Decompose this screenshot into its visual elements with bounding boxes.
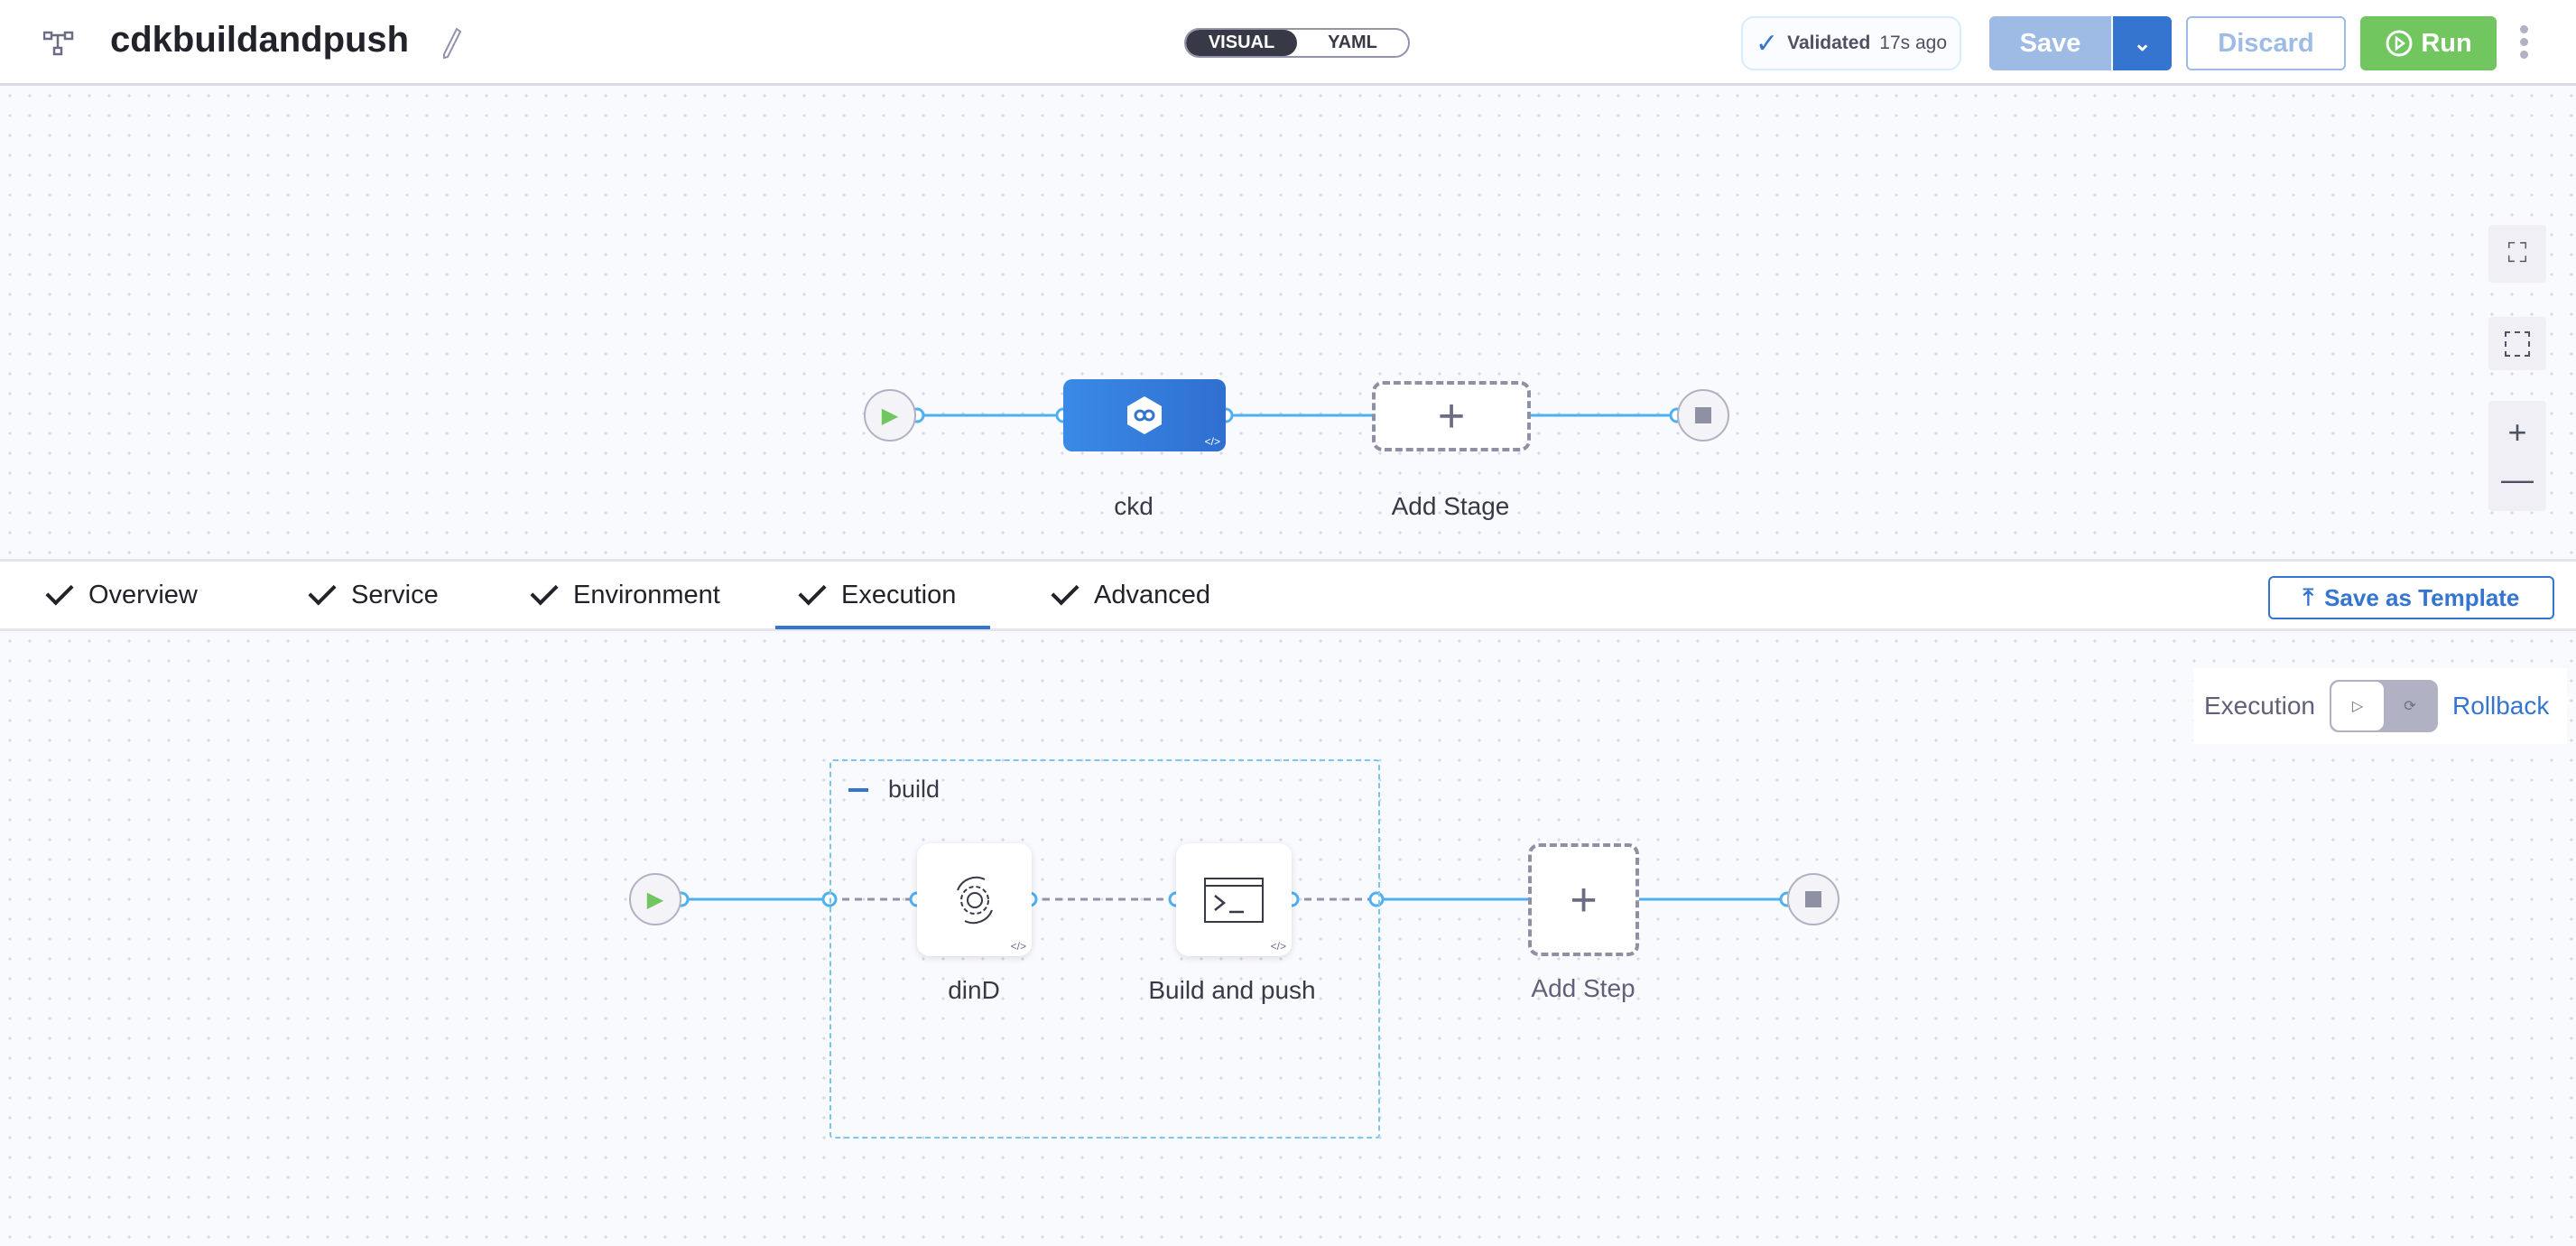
add-stage-button[interactable]: + (1372, 381, 1531, 451)
validation-status[interactable]: ✓ Validated 17s ago (1741, 16, 1961, 70)
select-area-icon (2505, 330, 2530, 357)
chevron-down-icon: ⌄ (2133, 31, 2152, 56)
execution-mode-label[interactable]: Execution (2204, 692, 2315, 720)
tab-label: Service (351, 580, 439, 609)
active-tab-indicator (775, 626, 990, 629)
step-group-build[interactable] (829, 759, 1380, 1139)
step-label: dinD (948, 976, 1000, 1004)
execution-rollback-toggle: Execution ▷ ⟳ Rollback (2193, 668, 2567, 744)
run-button[interactable]: Run (2360, 16, 2497, 70)
pipeline-icon (43, 31, 74, 56)
select-area-button[interactable] (2488, 317, 2546, 370)
view-mode-toggle[interactable]: VISUAL YAML (1184, 28, 1410, 58)
code-icon: </> (1204, 435, 1220, 448)
tab-label: Execution (841, 580, 957, 609)
gear-cycle-icon (956, 876, 993, 924)
play-icon: ▶ (646, 887, 664, 912)
step-label: Build and push (1148, 976, 1316, 1004)
pipeline-end-node (1677, 389, 1729, 442)
fullscreen-icon: ⛶ (2507, 238, 2527, 268)
rollback-mode-label[interactable]: Rollback (2451, 692, 2550, 720)
tab-label: Environment (573, 580, 720, 609)
add-step-button[interactable]: + (1528, 843, 1639, 956)
tab-label: Advanced (1094, 580, 1210, 609)
tab-execution[interactable]: Execution (798, 562, 957, 628)
zoom-out-icon[interactable]: — (2501, 460, 2534, 497)
stage-canvas[interactable] (0, 86, 2576, 559)
validated-label: Validated (1787, 33, 1871, 53)
zoom-in-icon[interactable]: + (2507, 414, 2527, 451)
add-stage-label: Add Stage (1391, 492, 1510, 520)
tab-advanced[interactable]: Advanced (1051, 562, 1210, 628)
ci-stage-icon (1127, 396, 1162, 434)
mode-switch[interactable]: ▷ ⟳ (2329, 680, 2438, 732)
stage-tabs: Overview Service Environment Execution A… (0, 559, 2576, 631)
check-icon (530, 577, 559, 606)
stop-icon (1695, 407, 1711, 423)
collapse-icon[interactable] (848, 787, 868, 792)
check-icon: ✓ (1755, 28, 1779, 59)
pipeline-start-node: ▶ (864, 389, 916, 442)
tab-label: Overview (88, 580, 198, 609)
check-icon (308, 577, 337, 606)
edit-pencil-icon[interactable] (440, 27, 462, 60)
zoom-controls: +— (2488, 401, 2546, 511)
save-button[interactable]: Save (1989, 16, 2111, 70)
tab-overview[interactable]: Overview (45, 562, 198, 628)
execution-start-node: ▶ (629, 873, 681, 925)
yaml-mode[interactable]: YAML (1328, 33, 1377, 52)
upload-icon: ⤒ (2303, 583, 2314, 610)
check-icon (45, 577, 74, 606)
fullscreen-button[interactable]: ⛶ (2488, 225, 2546, 283)
check-icon (798, 577, 827, 606)
execution-end-node (1787, 873, 1839, 925)
terminal-icon (1204, 877, 1264, 923)
step-group-header: build (848, 776, 940, 804)
execution-icon: ▷ (2330, 682, 2384, 730)
plus-icon: + (1437, 390, 1466, 442)
play-icon: ▶ (881, 403, 899, 428)
group-name: build (888, 776, 941, 803)
step-node-dind[interactable]: </> (917, 843, 1032, 956)
tab-service[interactable]: Service (308, 562, 439, 628)
save-options-button[interactable]: ⌄ (2111, 16, 2172, 70)
visual-mode[interactable]: VISUAL (1186, 30, 1297, 56)
validated-time: 17s ago (1879, 33, 1948, 53)
check-icon (1051, 577, 1080, 606)
more-options-icon[interactable] (2520, 25, 2531, 59)
discard-button[interactable]: Discard (2186, 16, 2346, 70)
header: cdkbuildandpush VISUAL YAML ✓ Validated … (0, 0, 2576, 86)
code-icon: </> (1270, 940, 1286, 953)
tab-environment[interactable]: Environment (530, 562, 720, 628)
plus-icon: + (1570, 873, 1598, 926)
rollback-icon: ⟳ (2404, 699, 2416, 714)
pipeline-name: cdkbuildandpush (110, 20, 410, 60)
stop-icon (1805, 891, 1821, 907)
add-step-label: Add Step (1531, 974, 1635, 1002)
save-as-template-button[interactable]: ⤒ Save as Template (2268, 576, 2554, 619)
step-node-build-and-push[interactable]: </> (1176, 843, 1292, 956)
save-template-label: Save as Template (2324, 583, 2520, 611)
play-circle-icon (2386, 30, 2413, 57)
run-label: Run (2421, 28, 2472, 58)
stage-node-ckd[interactable]: </> (1063, 379, 1226, 451)
code-icon: </> (1010, 940, 1026, 953)
stage-label: ckd (1114, 492, 1154, 520)
